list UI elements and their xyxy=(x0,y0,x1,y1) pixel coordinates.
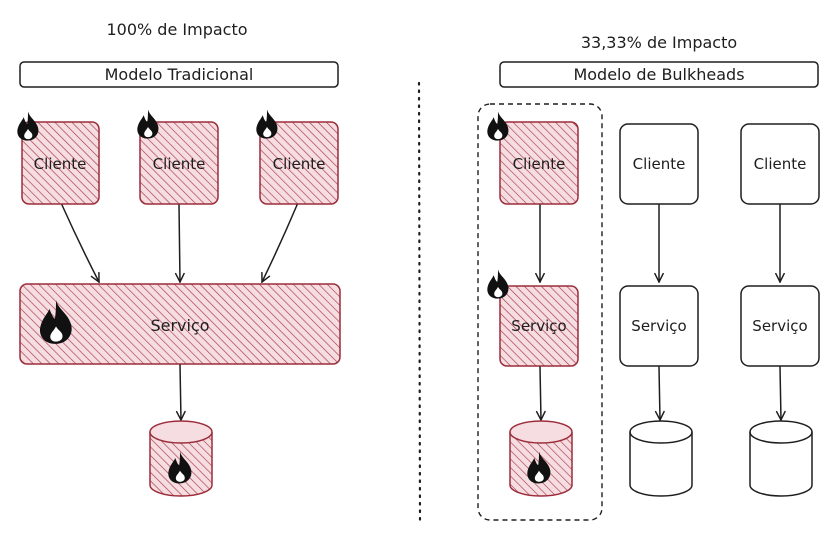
left-arrow-client1-service xyxy=(61,204,99,282)
right-arrow-service2-db2 xyxy=(659,366,660,420)
left-client-2: Cliente xyxy=(139,121,219,205)
right-service-3-label: Serviço xyxy=(752,317,807,335)
right-client-2: Cliente xyxy=(619,123,699,205)
flame-icon xyxy=(17,111,39,141)
flame-icon xyxy=(137,109,159,139)
left-client-3: Cliente xyxy=(259,121,339,205)
flame-icon xyxy=(256,109,278,139)
right-client-3-label: Cliente xyxy=(754,155,807,173)
left-client-1: Cliente xyxy=(21,121,100,205)
left-service: Serviço xyxy=(19,283,341,365)
bulkhead-boundary xyxy=(477,103,603,521)
right-arrow-service3-db3 xyxy=(780,366,781,420)
right-service-2-label: Serviço xyxy=(631,317,686,335)
right-client-2-label: Cliente xyxy=(633,155,686,173)
left-arrow-client3-service xyxy=(262,204,298,282)
left-impact-title: 100% de Impacto xyxy=(106,20,247,39)
right-arrow-service1-db1 xyxy=(540,366,541,420)
right-service-1: Serviço xyxy=(499,285,579,367)
right-client-1-label: Cliente xyxy=(513,155,566,173)
flame-icon xyxy=(487,111,509,141)
right-database-2-icon xyxy=(629,420,693,497)
left-model-label-box xyxy=(19,61,339,88)
left-client-3-label: Cliente xyxy=(273,155,326,173)
right-service-1-label: Serviço xyxy=(511,317,566,335)
right-service-2: Serviço xyxy=(619,285,699,367)
left-client-1-label: Cliente xyxy=(34,155,87,173)
left-arrow-client2-service xyxy=(179,204,180,282)
right-model-label: Modelo de Bulkheads xyxy=(573,65,744,84)
right-database-3-icon xyxy=(749,420,813,497)
right-impact-title: 33,33% de Impacto xyxy=(581,33,737,52)
right-model-label-box xyxy=(499,61,819,88)
flame-icon xyxy=(487,269,509,299)
left-model-label: Modelo Tradicional xyxy=(105,65,254,84)
left-service-label: Serviço xyxy=(150,316,209,335)
right-service-3: Serviço xyxy=(740,285,820,367)
divider-dotted xyxy=(417,81,422,526)
left-arrow-service-db xyxy=(180,364,181,420)
left-client-2-label: Cliente xyxy=(153,155,206,173)
right-client-3: Cliente xyxy=(740,123,820,205)
right-client-1: Cliente xyxy=(499,121,579,205)
